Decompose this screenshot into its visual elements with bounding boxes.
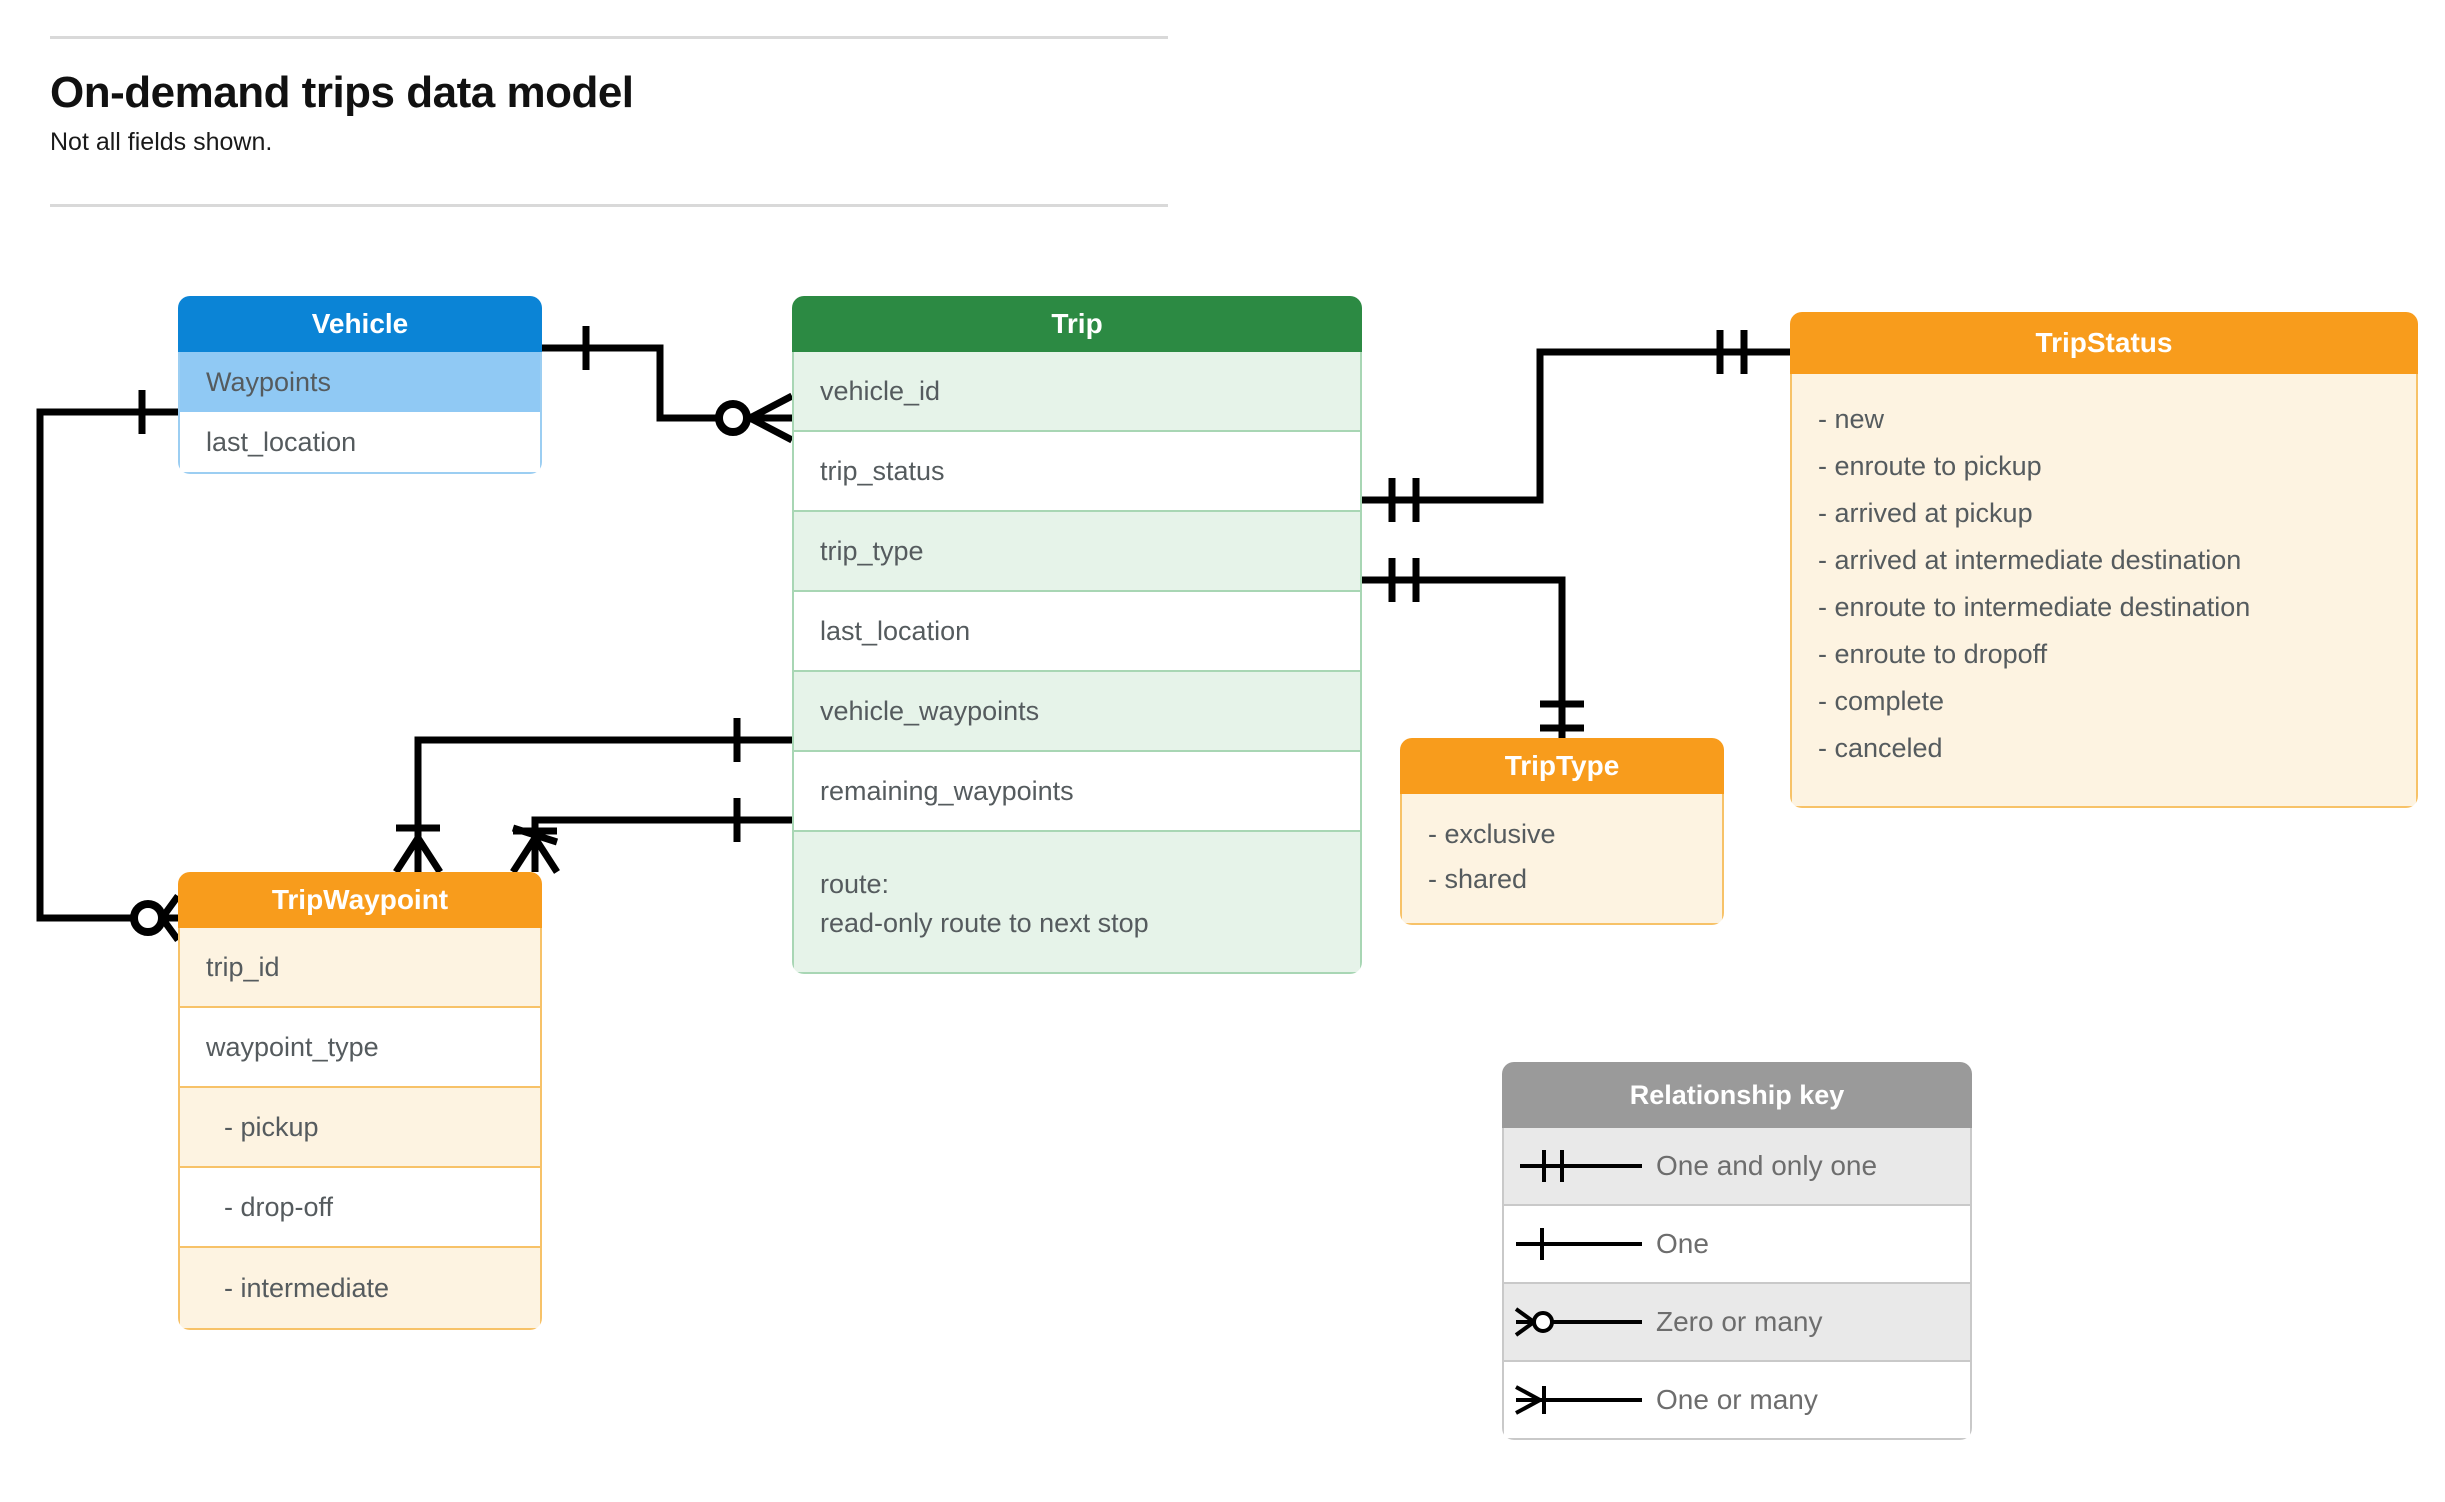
- legend-row-zero-or-many: Zero or many: [1504, 1284, 1970, 1362]
- field-tripwaypoint-trip-id[interactable]: trip_id: [180, 928, 540, 1008]
- page-subtitle: Not all fields shown.: [50, 127, 273, 156]
- entity-trip-type-body: - exclusive - shared: [1400, 794, 1724, 926]
- wire-vehicle-waypoints: [414, 736, 792, 872]
- field-vehicle-waypoints[interactable]: Waypoints: [180, 352, 540, 412]
- legend-label-one-and-only-one: One and only one: [1656, 1150, 1878, 1181]
- entity-trip-type[interactable]: TripType - exclusive - shared: [1400, 738, 1724, 926]
- entity-trip-title: Trip: [792, 296, 1362, 352]
- enum-trip-type-exclusive: - exclusive: [1428, 819, 1556, 849]
- relationship-key-title: Relationship key: [1502, 1062, 1972, 1128]
- zero-or-many-icon: [1504, 1297, 1656, 1347]
- entity-trip-status-body: - new - enroute to pickup - arrived at p…: [1790, 374, 2418, 808]
- legend-row-one-or-many: One or many: [1504, 1362, 1970, 1438]
- enum-waypoint-type-intermediate: - intermediate: [180, 1248, 540, 1328]
- enum-trip-status-complete: - complete: [1818, 685, 1945, 716]
- field-vehicle-last-location[interactable]: last_location: [180, 412, 540, 472]
- one-and-only-one-icon: [1504, 1141, 1656, 1191]
- legend-label-one: One: [1656, 1228, 1709, 1259]
- entity-vehicle-body: Waypoints last_location: [178, 352, 542, 474]
- entity-vehicle-title: Vehicle: [178, 296, 542, 352]
- header-rule-top: [50, 36, 1168, 39]
- field-trip-route-label: route:: [820, 868, 890, 899]
- relationship-key-panel: Relationship key One and only one: [1502, 1062, 1972, 1440]
- wire-vehicle-to-trip: [542, 344, 760, 422]
- field-trip-trip-status[interactable]: trip_status: [794, 432, 1360, 512]
- legend-row-one: One: [1504, 1206, 1970, 1284]
- one-or-many-icon: [1504, 1375, 1656, 1425]
- wire-waypoints-to-tripwaypoint: [36, 408, 178, 922]
- legend-label-one-or-many: One or many: [1656, 1384, 1818, 1415]
- field-trip-route-description: read-only route to next stop: [820, 908, 1149, 938]
- field-trip-vehicle-id[interactable]: vehicle_id: [794, 352, 1360, 432]
- entity-trip-waypoint-body: trip_id waypoint_type - pickup - drop-of…: [178, 928, 542, 1330]
- enum-trip-status-arrived-at-pickup: - arrived at pickup: [1818, 497, 2033, 528]
- enum-trip-status-canceled: - canceled: [1818, 732, 1943, 763]
- enum-waypoint-type-pickup: - pickup: [180, 1088, 540, 1168]
- field-tripwaypoint-waypoint-type[interactable]: waypoint_type: [180, 1008, 540, 1088]
- one-icon: [1504, 1219, 1656, 1269]
- field-trip-vehicle-waypoints[interactable]: vehicle_waypoints: [794, 672, 1360, 752]
- field-trip-remaining-waypoints[interactable]: remaining_waypoints: [794, 752, 1360, 832]
- entity-trip-waypoint[interactable]: TripWaypoint trip_id waypoint_type - pic…: [178, 872, 542, 1330]
- page-header: On-demand trips data model Not all field…: [50, 36, 1168, 207]
- field-trip-last-location[interactable]: last_location: [794, 592, 1360, 672]
- enum-waypoint-type-dropoff: - drop-off: [180, 1168, 540, 1248]
- enum-trip-status-new: - new: [1818, 404, 1885, 434]
- entity-trip-waypoint-title: TripWaypoint: [178, 872, 542, 928]
- wire-trip-status: [1362, 348, 1790, 504]
- field-trip-route[interactable]: route: read-only route to next stop: [794, 832, 1360, 972]
- relationship-key-body: One and only one One: [1502, 1128, 1972, 1440]
- enum-trip-status-arrived-at-intermediate: - arrived at intermediate destination: [1818, 544, 2242, 575]
- entity-trip-body: vehicle_id trip_status trip_type last_lo…: [792, 352, 1362, 974]
- enum-trip-status-enroute-to-intermediate: - enroute to intermediate destination: [1818, 591, 2251, 622]
- wire-trip-type: [1362, 576, 1566, 738]
- header-rule-bottom: [50, 204, 1168, 207]
- entity-trip-type-title: TripType: [1400, 738, 1724, 794]
- enum-trip-status-enroute-to-dropoff: - enroute to dropoff: [1818, 638, 2048, 669]
- field-trip-trip-type[interactable]: trip_type: [794, 512, 1360, 592]
- entity-vehicle[interactable]: Vehicle Waypoints last_location: [178, 296, 542, 474]
- wire-remaining-waypoints: [531, 816, 792, 872]
- legend-row-one-and-only-one: One and only one: [1504, 1128, 1970, 1206]
- entity-trip-status-title: TripStatus: [1790, 312, 2418, 374]
- enum-trip-type-shared: - shared: [1428, 863, 1528, 894]
- enum-trip-status-enroute-to-pickup: - enroute to pickup: [1818, 450, 2042, 481]
- entity-trip[interactable]: Trip vehicle_id trip_status trip_type la…: [792, 296, 1362, 974]
- entity-trip-status[interactable]: TripStatus - new - enroute to pickup - a…: [1790, 312, 2418, 808]
- page-title: On-demand trips data model: [50, 68, 634, 117]
- legend-label-zero-or-many: Zero or many: [1656, 1306, 1823, 1337]
